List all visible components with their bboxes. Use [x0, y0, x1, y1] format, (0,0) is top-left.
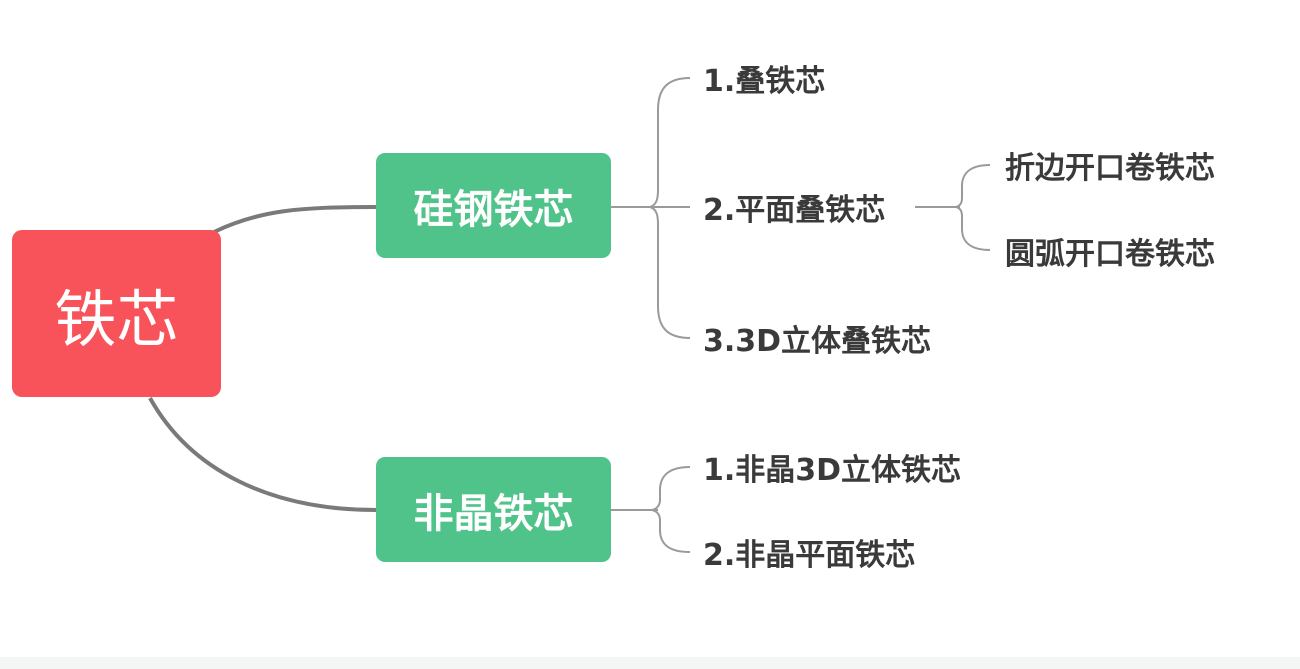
connector-root-branch-1	[213, 205, 377, 234]
branch-node-amorphous[interactable]: 非晶铁芯	[376, 457, 611, 562]
leaf-node-label: 1.非晶3D立体铁芯	[703, 453, 962, 488]
leaf-node-label: 圆弧开口卷铁芯	[1005, 237, 1215, 272]
branch-node-label: 硅钢铁芯	[413, 186, 574, 233]
root-node-label: 铁芯	[54, 282, 179, 356]
connector-branch-2-child-1	[651, 466, 691, 511]
root-node[interactable]: 铁芯	[12, 230, 221, 397]
branch-node-silicon-steel[interactable]: 硅钢铁芯	[376, 153, 611, 258]
leaf-node-label: 1.叠铁芯	[703, 64, 826, 99]
leaf-node-folded-edge-wound-core[interactable]: 折边开口卷铁芯	[1005, 145, 1215, 186]
connector-branch-1-child-1	[649, 77, 691, 208]
leaf-node-stacked-core[interactable]: 1.叠铁芯	[703, 58, 826, 99]
connector-branch-2-child-2	[651, 509, 691, 553]
branch-node-label: 非晶铁芯	[413, 490, 574, 537]
leaf-node-label: 3.3D立体叠铁芯	[703, 324, 932, 359]
leaf-node-label: 2.平面叠铁芯	[703, 193, 886, 228]
bottom-strip	[0, 657, 1300, 669]
leaf-node-planar-stacked-core[interactable]: 2.平面叠铁芯	[703, 187, 886, 228]
connector-branch-1-child-3	[649, 206, 691, 339]
connector-sub-child-1	[955, 164, 991, 208]
leaf-node-label: 折边开口卷铁芯	[1005, 151, 1215, 186]
leaf-node-3d-stacked-core[interactable]: 3.3D立体叠铁芯	[703, 318, 932, 359]
leaf-node-amorphous-planar-core[interactable]: 2.非晶平面铁芯	[703, 532, 916, 573]
connector-sub-child-2	[955, 206, 991, 251]
leaf-node-amorphous-3d-core[interactable]: 1.非晶3D立体铁芯	[703, 447, 962, 488]
leaf-node-arc-opening-wound-core[interactable]: 圆弧开口卷铁芯	[1005, 231, 1215, 272]
leaf-node-label: 2.非晶平面铁芯	[703, 538, 916, 573]
connector-root-branch-2	[148, 397, 377, 512]
